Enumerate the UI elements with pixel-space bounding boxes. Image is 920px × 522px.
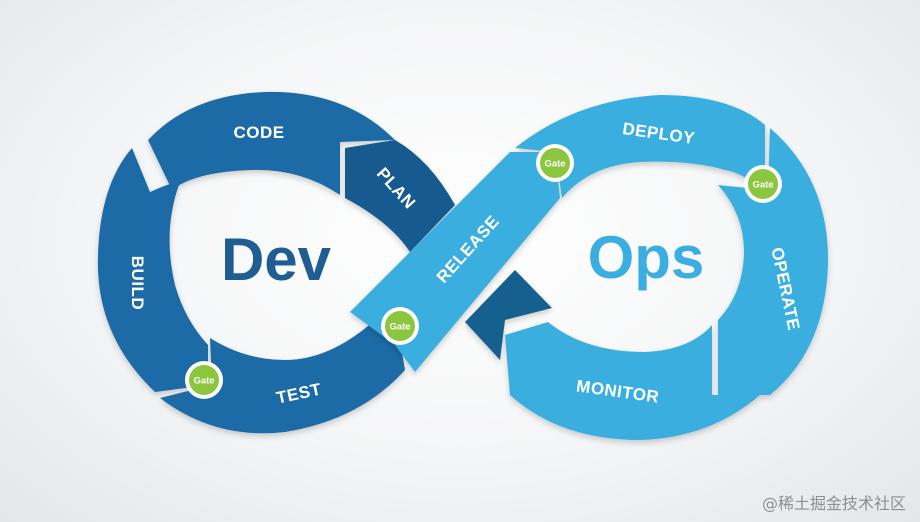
ops-label: Ops bbox=[588, 224, 705, 291]
dev-loop bbox=[97, 91, 455, 434]
gate-build-test: Gate bbox=[185, 361, 223, 399]
gate-deploy-operate: Gate bbox=[744, 165, 782, 203]
test-segment bbox=[160, 320, 405, 434]
gate-label: Gate bbox=[752, 180, 773, 191]
plan-segment bbox=[345, 140, 455, 252]
stage-build-label: BUILD bbox=[128, 256, 147, 310]
dev-label: Dev bbox=[221, 226, 332, 293]
deploy-segment bbox=[515, 95, 765, 198]
monitor-arrow bbox=[465, 270, 552, 360]
monitor-segment bbox=[505, 322, 760, 440]
gate-test-release: Gate bbox=[381, 307, 419, 345]
operate-segment bbox=[718, 128, 829, 395]
gate-label: Gate bbox=[389, 322, 410, 333]
gate-label: Gate bbox=[193, 376, 214, 387]
build-segment bbox=[97, 148, 208, 392]
gate-label: Gate bbox=[544, 159, 565, 170]
stage-code-label: CODE bbox=[233, 123, 284, 142]
ops-loop bbox=[350, 95, 829, 440]
watermark: @稀土掘金技术社区 bbox=[761, 494, 906, 513]
gate-release-top: Gate bbox=[536, 144, 574, 182]
code-segment bbox=[148, 91, 395, 195]
